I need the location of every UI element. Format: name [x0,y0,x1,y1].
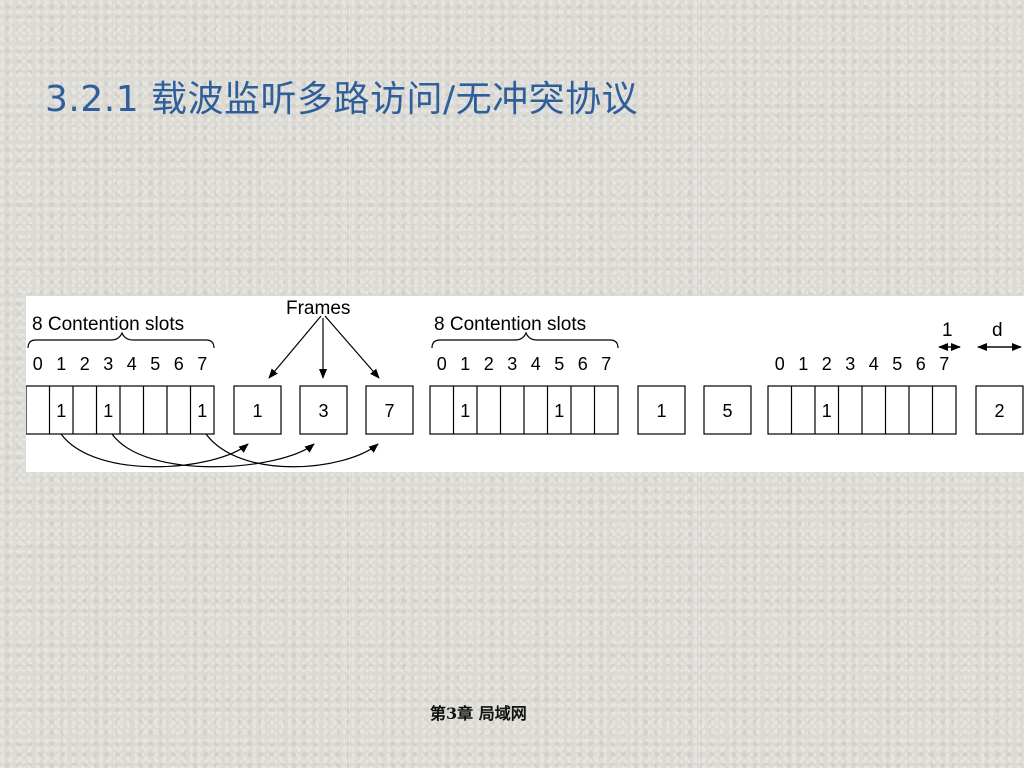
slot-number-label: 3 [507,354,517,374]
slot-number-label: 7 [197,354,207,374]
footer-chapter: 第3章 局域网 [430,704,527,723]
frames-label: Frames [286,298,350,319]
frame-box-1 [233,385,282,435]
protocol-diagram: 8 Contention slots Frames 8 Contention s… [25,296,1024,472]
frame-box-7 [365,385,414,435]
slot-number-label: 0 [775,354,785,374]
frames-arrow-7 [324,315,380,379]
slot1-to-frame1-arrow [60,433,249,468]
slot-number-label: 1 [798,354,808,374]
frame-box-g2-1 [637,385,686,435]
diagram-svg: 8 Contention slots Frames 8 Contention s… [25,298,1024,468]
slot-number-label: 7 [601,354,611,374]
frame-box-g2-5 [703,385,752,435]
slot-number-label: 6 [578,354,588,374]
slot-number-label: 2 [484,354,494,374]
frame-box-g2-5-label: 5 [722,401,732,421]
slot-number-label: 1 [460,354,470,374]
bit-label: 1 [942,320,953,341]
slot-number-label: 1 [56,354,66,374]
slot-number-label: 4 [127,354,137,374]
frame-box-7-label: 7 [384,401,394,421]
slot-number-label: 4 [531,354,541,374]
frames-arrow-1 [268,315,322,379]
slot-number-label: 2 [80,354,90,374]
slot-number-label: 3 [103,354,113,374]
slot-number-label: 6 [916,354,926,374]
slot7-to-frame7-arrow [205,433,379,468]
slot-value: 1 [103,401,113,421]
slot-value: 1 [56,401,66,421]
slot-value: 1 [197,401,207,421]
slot-number-label: 7 [939,354,949,374]
slot-number-label: 5 [150,354,160,374]
slot-number-label: 2 [822,354,832,374]
slot-value: 1 [554,401,564,421]
frame-box-g2-1-label: 1 [656,401,666,421]
contention-slots-label-2: 8 Contention slots [434,314,586,335]
slot-number-label: 5 [554,354,564,374]
delay-label: d [992,320,1003,341]
slot-number-label: 5 [892,354,902,374]
brace-group-2 [431,331,619,349]
slot-number-label: 0 [33,354,43,374]
frame-box-final-label: 2 [994,401,1004,421]
slot-number-label: 4 [869,354,879,374]
slot-value: 1 [460,401,470,421]
contention-slots-label-1: 8 Contention slots [32,314,184,335]
slot-number-label: 0 [437,354,447,374]
slot-value: 1 [822,401,832,421]
slot-number-label: 3 [845,354,855,374]
slide-title: 3.2.1 载波监听多路访问/无冲突协议 [45,79,639,120]
slot-number-label: 6 [174,354,184,374]
frame-box-final [975,385,1024,435]
brace-group-1 [27,331,215,349]
frame-box-1-label: 1 [252,401,262,421]
frame-box-3-label: 3 [318,401,328,421]
frame-box-3 [299,385,348,435]
slot3-to-frame3-arrow [111,433,315,468]
